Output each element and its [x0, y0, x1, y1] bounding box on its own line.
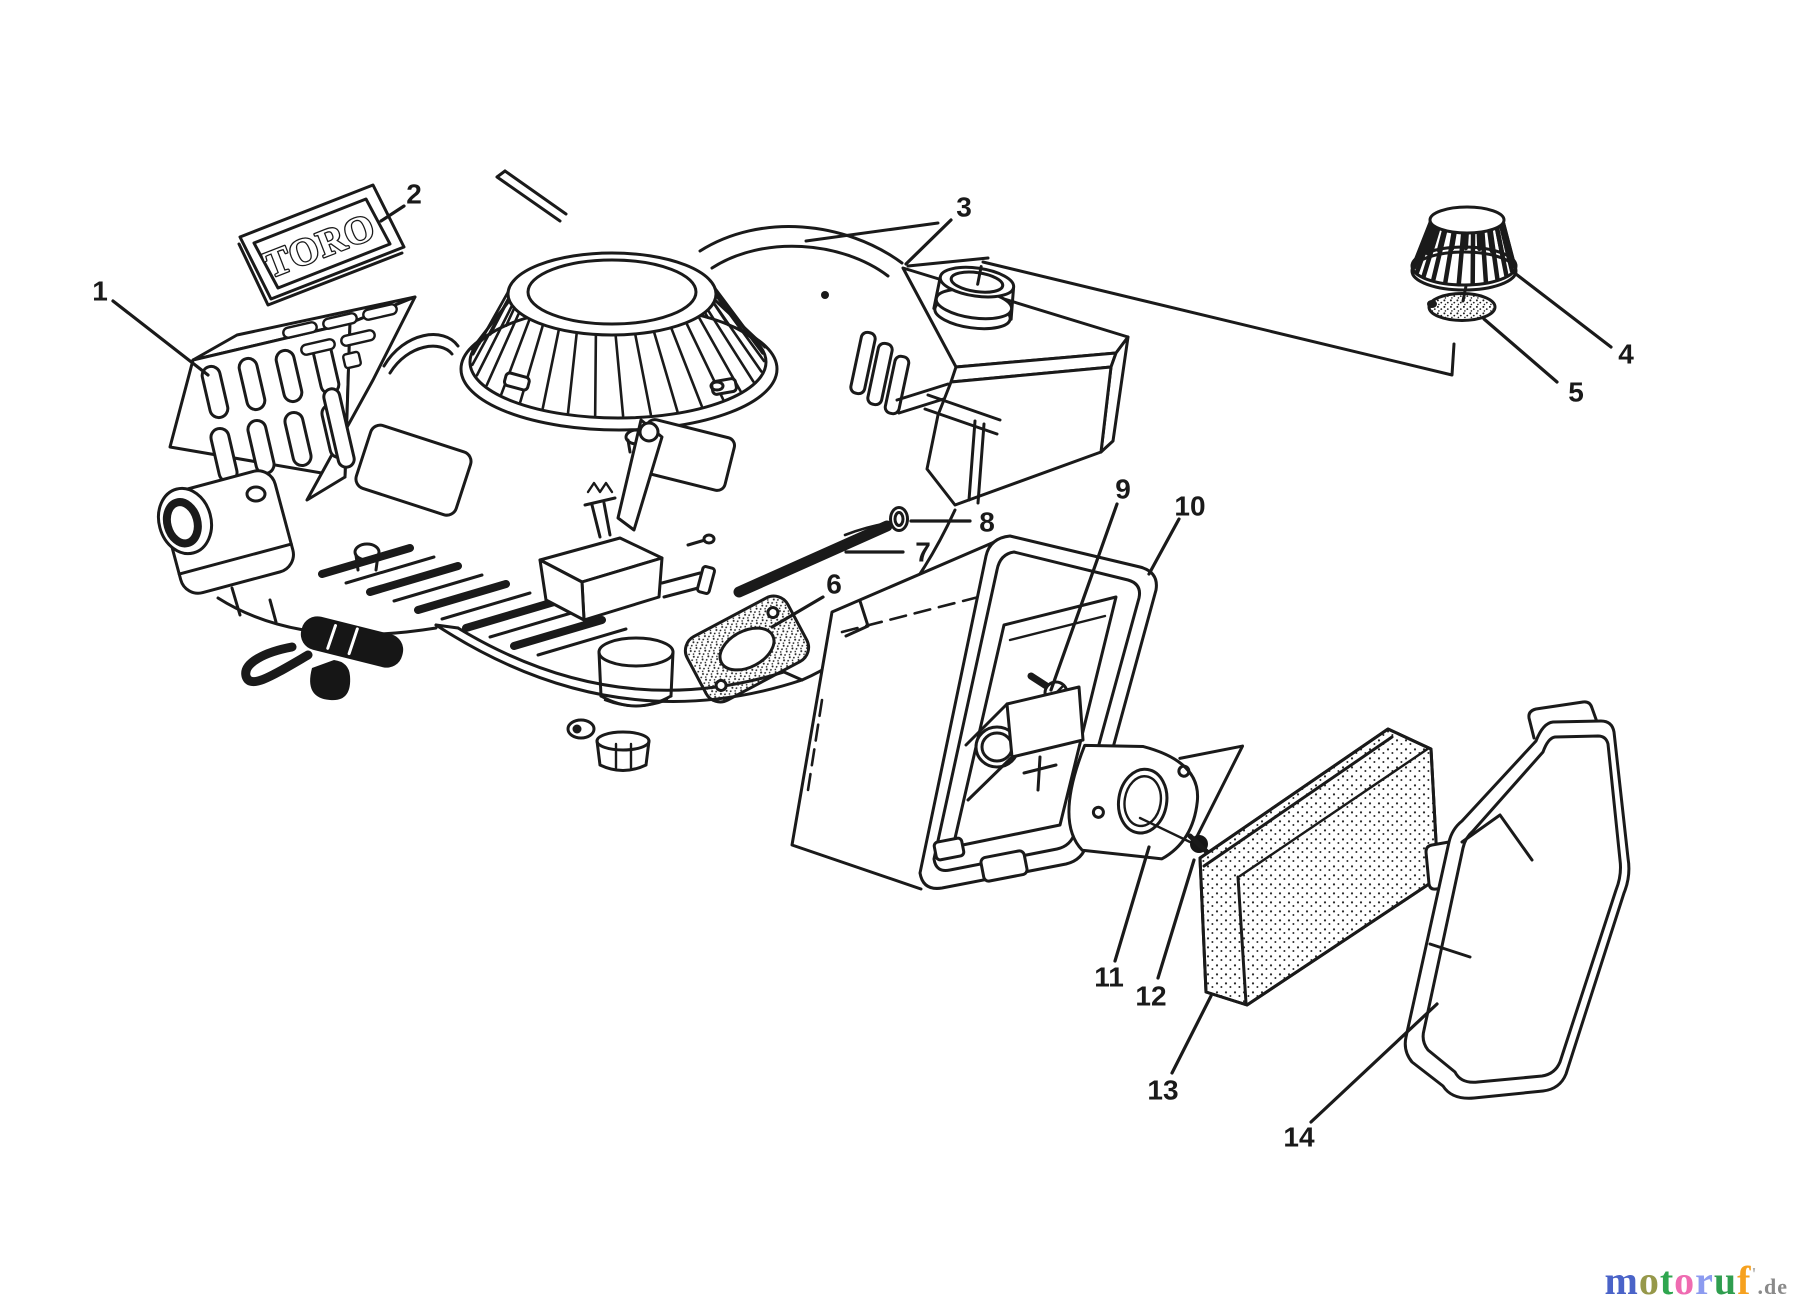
float-bowl [597, 636, 675, 708]
spark-plug-wire [241, 616, 404, 701]
part-label-4: 4 [1618, 339, 1634, 370]
knob-part4 [1410, 205, 1518, 292]
motoruf-watermark: motoruf'.de [1604, 1261, 1788, 1301]
motoruf-letter: r [1695, 1258, 1714, 1303]
engine-assembly [156, 169, 1130, 772]
part-label-1: 1 [92, 276, 108, 307]
grommet-part12 [1187, 833, 1210, 855]
part-label-13: 13 [1147, 1075, 1178, 1106]
motoruf-wordmark: motoruf [1604, 1258, 1751, 1303]
fuel-cap [932, 265, 1016, 331]
leader-line-3 [904, 218, 953, 266]
assembly-line-2 [1461, 284, 1468, 303]
leader-line-9 [1049, 502, 1119, 692]
part-label-5: 5 [1568, 377, 1584, 408]
part-label-7: 7 [915, 537, 931, 568]
motoruf-tick: ' [1751, 1264, 1758, 1284]
air-cleaner-cover-part14 [1403, 700, 1631, 1100]
toro-badge: TORO [237, 183, 406, 307]
part-label-14: 14 [1283, 1122, 1315, 1153]
motoruf-letter: t [1659, 1258, 1675, 1303]
leader-line-5 [1482, 317, 1559, 384]
leader-line-6 [770, 595, 825, 629]
assembly-line-1 [981, 260, 1456, 377]
part-label-2: 2 [406, 179, 422, 210]
recoil-starter [459, 251, 779, 432]
leader-line-10 [1147, 517, 1181, 576]
part-label-12: 12 [1135, 981, 1166, 1012]
leader-line-4 [1510, 269, 1613, 349]
part-label-10: 10 [1174, 491, 1205, 522]
leader-line-14 [1309, 1002, 1439, 1124]
motoruf-letter: u [1713, 1258, 1738, 1303]
muffler-shield [168, 295, 417, 502]
foam-filter-part13 [1198, 727, 1440, 1007]
blower-housing-duct [698, 221, 940, 299]
leader-line-2 [379, 204, 406, 223]
part-label-9: 9 [1115, 474, 1131, 505]
motoruf-tld: .de [1757, 1274, 1788, 1299]
leader-line-13 [1170, 994, 1213, 1075]
motoruf-letter: o [1638, 1258, 1660, 1303]
motoruf-letter: o [1674, 1258, 1696, 1303]
carburetor [538, 418, 716, 622]
motoruf-letter: m [1604, 1258, 1639, 1303]
gasket-part11 [1067, 743, 1245, 861]
cable-guide [382, 333, 460, 375]
motoruf-letter: f [1737, 1258, 1752, 1303]
housing-rib-tabs [849, 330, 952, 416]
fuel-line-part7 [733, 520, 893, 598]
leader-line-1 [111, 299, 210, 377]
leader-line-12 [1156, 858, 1196, 980]
leader-line-11 [1113, 845, 1151, 963]
spark-wire-top [495, 169, 568, 223]
part-label-3: 3 [956, 192, 972, 223]
part-label-8: 8 [979, 507, 995, 538]
part-label-11: 11 [1094, 962, 1124, 993]
part-label-6: 6 [826, 569, 842, 600]
fuel-tank [901, 256, 1130, 507]
muffler [156, 469, 438, 637]
cylinder-fins [318, 544, 628, 657]
grommet-part8 [843, 506, 909, 537]
filter-disc-part5 [1427, 292, 1497, 322]
